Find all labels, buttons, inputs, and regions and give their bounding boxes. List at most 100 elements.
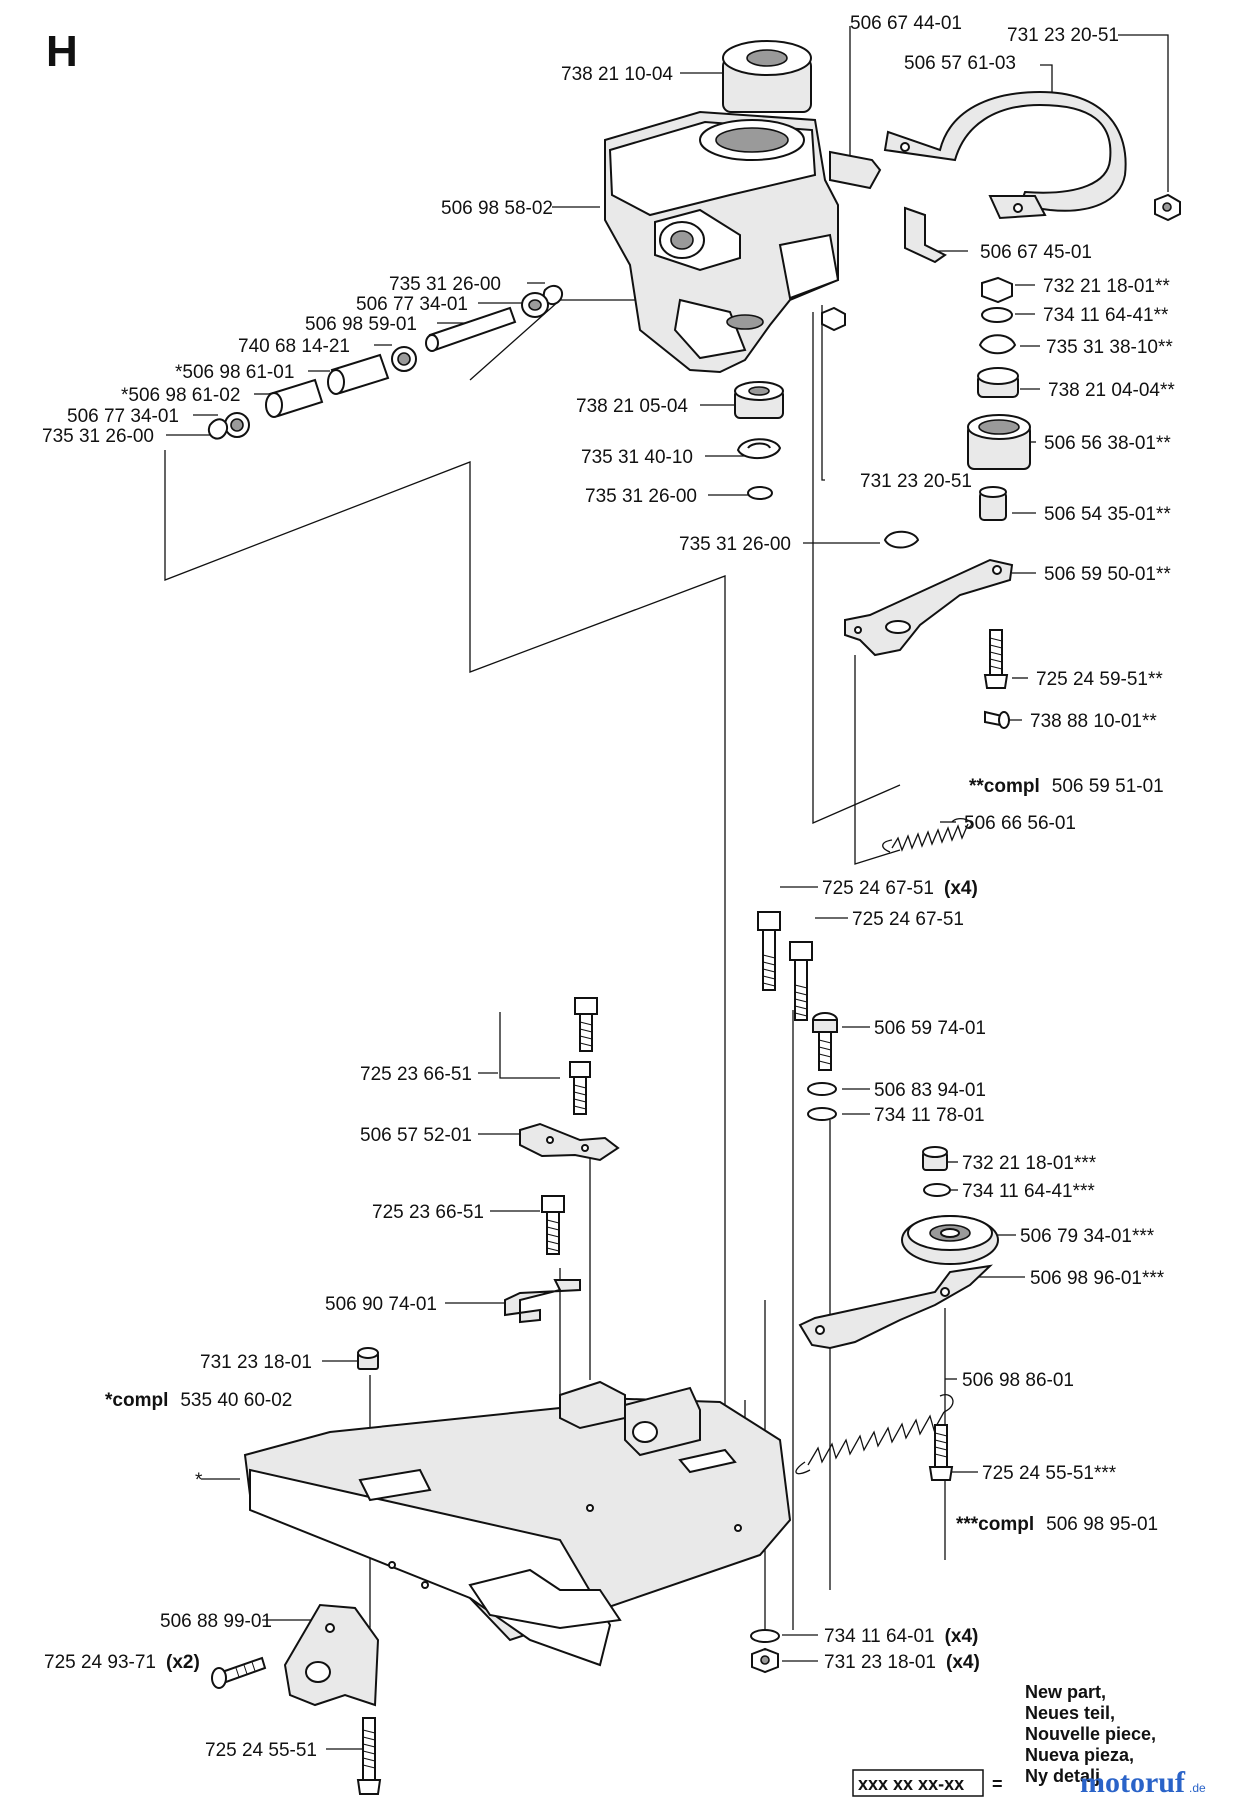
callout-506986102: *506 98 61-02 [121, 385, 240, 406]
callout-732211801-dbl: 732 21 18-01** [1043, 276, 1170, 297]
callout-506773401-a: 506 77 34-01 [356, 294, 468, 315]
callout-506773401-b: 506 77 34-01 [67, 406, 179, 427]
callout-506988601: 506 98 86-01 [962, 1370, 1074, 1391]
callout-731231801-x4-code: 731 23 18-01 [824, 1652, 936, 1673]
part-bolt-725245551-bottom [356, 1717, 382, 1795]
watermark-suffix: .de [1189, 1781, 1206, 1795]
part-bolt-725236651-a [574, 997, 598, 1052]
part-plate-506907401 [504, 1279, 581, 1324]
callout-725245951-dbl: 725 24 59-51** [1036, 669, 1163, 690]
part-spring-506988601 [795, 1394, 954, 1475]
part-nut-732211801 [922, 1146, 948, 1171]
part-clip-735312600-b [883, 530, 920, 549]
part-washer-734116401 [750, 1629, 780, 1643]
legend-line-4: Nueva pieza, [1025, 1745, 1134, 1765]
part-long-bolt-b [789, 941, 813, 1021]
callout-738211004: 738 21 10-04 [561, 64, 673, 85]
callout-506986101: *506 98 61-01 [175, 362, 294, 383]
legend-code-box [852, 1769, 984, 1797]
legend-line-5: Ny detalj [1025, 1766, 1100, 1786]
part-right-stack [967, 276, 1031, 521]
legend-line-1: New part, [1025, 1682, 1106, 1702]
part-spring-506665601 [882, 818, 973, 853]
part-bearing-top [722, 40, 812, 113]
callout-734116441-tpl: 734 11 64-41*** [962, 1181, 1095, 1202]
callout-506889901: 506 88 99-01 [160, 1611, 272, 1632]
callout-506575201: 506 57 52-01 [360, 1125, 472, 1146]
callout-506989601-tpl: 506 98 96-01*** [1030, 1268, 1165, 1289]
callout-725246751-x4-qty: (x4) [944, 878, 978, 899]
kit-note-double-star-bold: **compl [969, 776, 1040, 797]
callout-735314010: 735 31 40-10 [581, 447, 693, 468]
part-screw-738881001 [984, 710, 1010, 729]
kit-note-triple-star-number: 506 98 95-01 [1046, 1514, 1158, 1535]
callout-735312600-d: 735 31 26-00 [679, 534, 791, 555]
part-nut-housing [821, 306, 846, 332]
callout-731232051-mid: 731 23 20-51 [860, 471, 972, 492]
kit-note-single-star-bold: *compl [105, 1390, 168, 1411]
part-bumper-bracket [283, 1603, 380, 1707]
callout-506793401-tpl: 506 79 34-01*** [1020, 1226, 1155, 1247]
callout-731231801-x4: 731 23 18-01 (x4) [824, 1652, 980, 1673]
callout-735313810-dbl: 735 31 38-10** [1046, 337, 1173, 358]
part-bearing-738210504 [734, 381, 784, 419]
callout-506985901: 506 98 59-01 [305, 314, 417, 335]
part-bracket-506674501 [904, 206, 947, 264]
callout-725236651-b: 725 23 66-51 [372, 1202, 484, 1223]
part-steering-band [883, 90, 1127, 220]
callout-506576103: 506 57 61-03 [904, 53, 1016, 74]
callout-735312600-c: 735 31 26-00 [585, 486, 697, 507]
callout-734116401-x4: 734 11 64-01 (x4) [824, 1626, 978, 1647]
part-nut-731232051 [1154, 193, 1181, 222]
callout-725236651-a: 725 23 66-51 [360, 1064, 472, 1085]
part-gear-housing [604, 110, 840, 374]
callout-506674401: 506 67 44-01 [850, 13, 962, 34]
part-washer-734116441 [923, 1183, 951, 1197]
callout-734117801: 734 11 78-01 [874, 1105, 985, 1126]
part-bracket-506674401 [829, 150, 882, 190]
callout-labels: 738 21 10-04 506 67 44-01 731 23 20-51 5… [42, 13, 1175, 1761]
kit-note-triple-star-bold: ***compl [956, 1514, 1034, 1535]
part-bolt-725236651-c [541, 1195, 565, 1255]
part-clip-735312600-a [747, 486, 773, 500]
callout-734116441-dbl: 734 11 64-41** [1043, 305, 1169, 326]
callout-725245551: 725 24 55-51 [205, 1740, 317, 1761]
callout-732211801-tpl: 732 21 18-01*** [962, 1153, 1097, 1174]
callout-725249371-x2: 725 24 93-71 (x2) [44, 1652, 200, 1673]
callout-725249371-x2-qty: (x2) [166, 1652, 200, 1673]
part-washer-506839401 [807, 1082, 837, 1096]
callout-506985802: 506 98 58-02 [441, 198, 553, 219]
callout-734116401-x4-qty: (x4) [945, 1626, 979, 1647]
kit-note-triple-star: ***compl 506 98 95-01 [956, 1514, 1158, 1535]
part-tensioner-arm [798, 1264, 993, 1350]
callout-star: * [195, 1470, 203, 1491]
legend-line-2: Neues teil, [1025, 1703, 1115, 1723]
kit-note-single-star-number: 535 40 60-02 [180, 1390, 292, 1411]
callout-740681421: 740 68 14-21 [238, 336, 350, 357]
callout-725249371-x2-code: 725 24 93-71 [44, 1652, 156, 1673]
callout-725246751: 725 24 67-51 [852, 909, 964, 930]
part-steering-arm [844, 558, 1014, 657]
callout-734116401-x4-code: 734 11 64-01 [824, 1626, 935, 1647]
legend-equals: = [992, 1774, 1003, 1794]
callout-725246751-x4-code: 725 24 67-51 [822, 878, 934, 899]
kit-note-single-star: *compl 535 40 60-02 [105, 1390, 292, 1411]
kit-note-double-star: **compl 506 59 51-01 [969, 776, 1164, 797]
part-bracket-506575201 [519, 1122, 620, 1162]
callout-735312600-a: 735 31 26-00 [389, 274, 501, 295]
callout-725245551-tpl: 725 24 55-51*** [982, 1463, 1117, 1484]
part-washer-734117801 [807, 1107, 837, 1121]
sheet-letter: H [46, 27, 78, 76]
leader-lines [164, 26, 1169, 1750]
legend-new-part: xxx xx xx-xx = New part, Neues teil, Nou… [852, 1682, 1156, 1797]
part-bolt-506597401 [812, 1012, 838, 1071]
part-bolt-725245951 [983, 629, 1009, 689]
callout-506907401: 506 90 74-01 [325, 1294, 437, 1315]
callout-731232051-top: 731 23 20-51 [1007, 25, 1119, 46]
part-drawings [207, 40, 1181, 1795]
part-nut-731231801-bottom [751, 1647, 779, 1674]
part-shaft-stack [207, 284, 564, 440]
callout-506674501: 506 67 45-01 [980, 242, 1092, 263]
callout-738881001-dbl: 738 88 10-01** [1030, 711, 1157, 732]
